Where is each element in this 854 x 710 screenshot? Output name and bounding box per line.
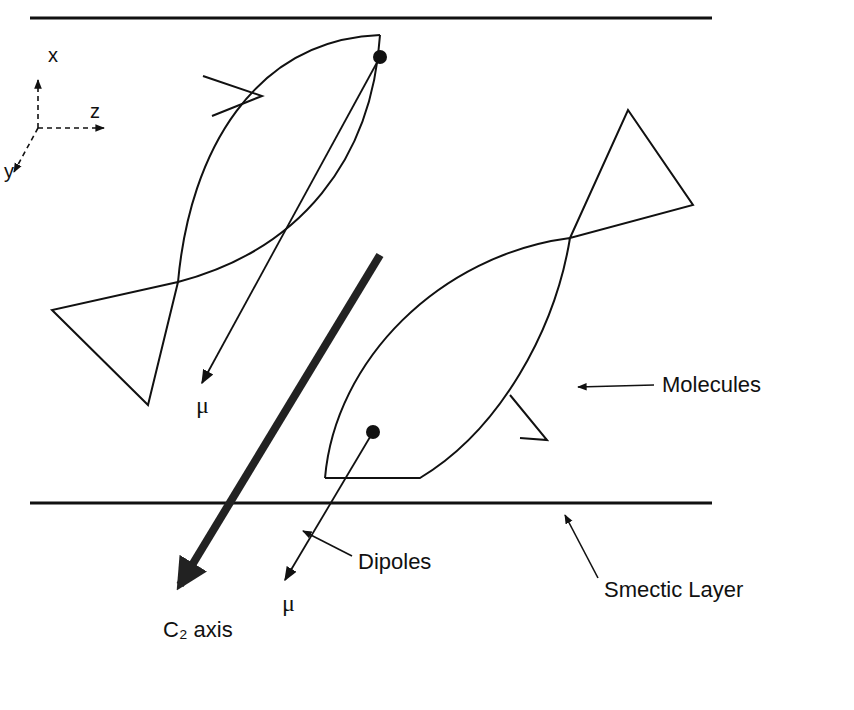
layer-line — [30, 17, 712, 20]
leader-arrow — [578, 385, 654, 387]
callout-label: Molecules — [662, 373, 761, 397]
layer-line — [30, 502, 712, 505]
callout-label: Smectic Layer — [604, 578, 743, 602]
axis-name: C₂ axis — [163, 618, 233, 642]
dipole-arrow — [202, 57, 380, 383]
axis-label: z — [90, 100, 100, 122]
axis-label: y — [4, 160, 14, 182]
c2-axis — [180, 255, 380, 585]
molecule — [52, 35, 380, 405]
molecule — [325, 110, 693, 478]
leader-arrow — [565, 515, 598, 578]
dipole-symbol: μ — [282, 590, 295, 616]
axis-label: x — [48, 44, 58, 66]
leader-arrow — [303, 531, 352, 556]
axes — [14, 80, 104, 172]
callout-label: Dipoles — [358, 550, 431, 574]
dipole-symbol: μ — [196, 392, 209, 418]
